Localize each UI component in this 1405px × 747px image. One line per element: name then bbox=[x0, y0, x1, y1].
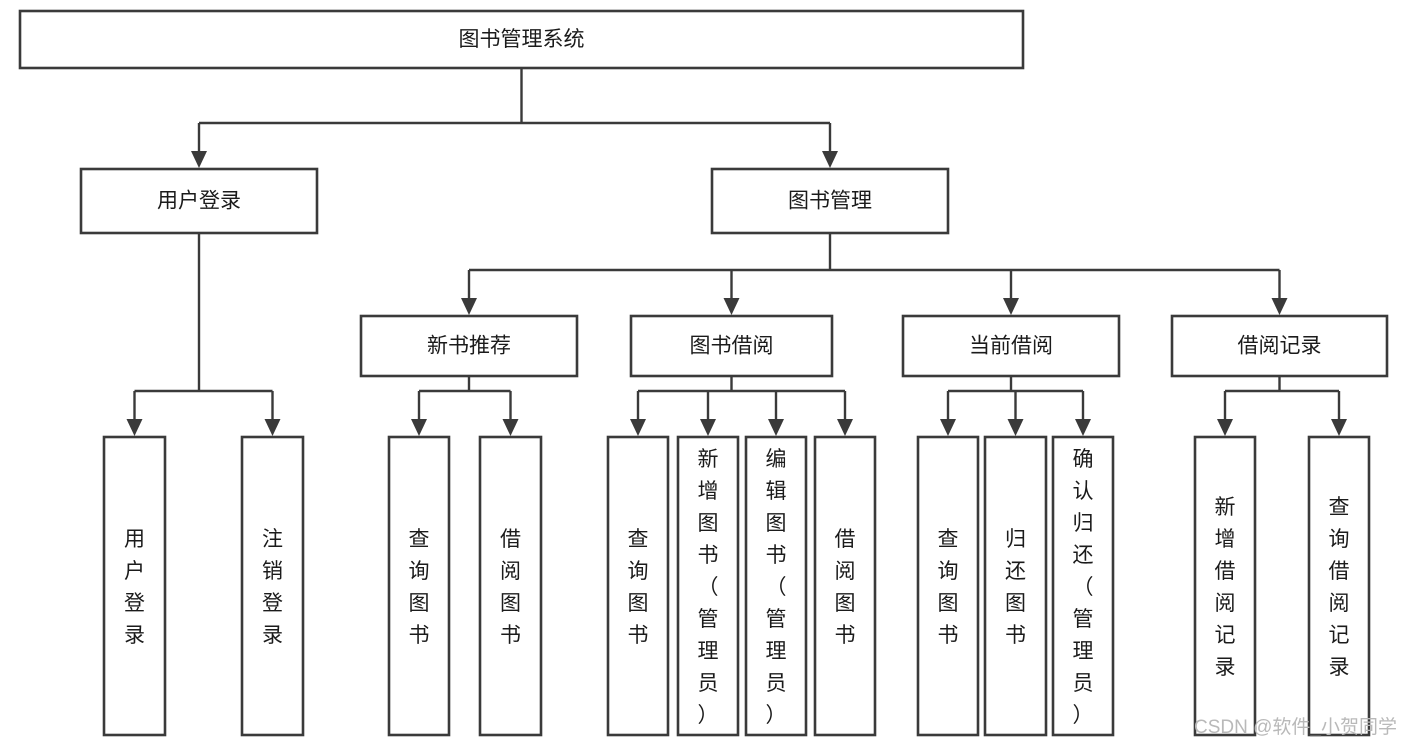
edge-layer bbox=[126, 68, 1347, 436]
arrow-head-icon bbox=[264, 419, 281, 436]
arrow-head-icon bbox=[126, 419, 143, 436]
node-leaf-new-1[interactable]: 查询图书 bbox=[387, 435, 451, 737]
arrow-head-icon bbox=[1331, 419, 1347, 436]
node-box bbox=[1170, 314, 1389, 378]
arrow-head-icon bbox=[1075, 419, 1091, 436]
node-label: 查询借阅记录 bbox=[1329, 496, 1350, 679]
arrow-head-icon bbox=[1217, 419, 1233, 436]
node-box bbox=[983, 435, 1048, 737]
node-leaf-new-2[interactable]: 借阅图书 bbox=[478, 435, 543, 737]
node-box bbox=[1051, 435, 1115, 737]
node-label: 归还图书 bbox=[1005, 528, 1026, 647]
node-box bbox=[240, 435, 305, 737]
node-login[interactable]: 用户登录 bbox=[79, 167, 319, 235]
arrow-head-icon bbox=[723, 298, 740, 315]
node-box bbox=[813, 435, 877, 737]
node-label: 新书推荐 bbox=[427, 335, 511, 358]
node-borrow[interactable]: 图书借阅 bbox=[629, 314, 834, 378]
node-record[interactable]: 借阅记录 bbox=[1170, 314, 1389, 378]
node-label: 查询图书 bbox=[938, 528, 959, 647]
node-label: 借阅图书 bbox=[835, 528, 856, 647]
arrow-head-icon bbox=[411, 419, 427, 436]
node-label: 查询图书 bbox=[628, 528, 649, 647]
node-box bbox=[744, 435, 808, 737]
node-label: 当前借阅 bbox=[969, 335, 1053, 358]
node-box bbox=[359, 314, 579, 378]
node-newbook[interactable]: 新书推荐 bbox=[359, 314, 579, 378]
node-label: 用户登录 bbox=[124, 528, 145, 647]
node-label: 图书借阅 bbox=[690, 335, 774, 358]
node-leaf-login-2[interactable]: 注销登录 bbox=[240, 435, 305, 737]
arrow-head-icon bbox=[191, 151, 207, 168]
node-leaf-bor-3[interactable]: 编辑图书（管理员） bbox=[744, 435, 808, 737]
node-box bbox=[1193, 435, 1257, 737]
arrow-head-icon bbox=[822, 151, 838, 168]
edge-group-record bbox=[1217, 376, 1347, 436]
node-label: 图书管理系统 bbox=[459, 28, 585, 51]
node-label: 借阅图书 bbox=[500, 528, 521, 647]
node-box bbox=[1307, 435, 1371, 737]
node-label: 用户登录 bbox=[157, 190, 241, 213]
node-leaf-cur-3[interactable]: 确认归还（管理员） bbox=[1051, 435, 1115, 737]
node-label: 查询图书 bbox=[409, 528, 430, 647]
arrow-head-icon bbox=[940, 419, 956, 436]
node-label: 图书管理 bbox=[788, 190, 872, 213]
arrow-head-icon bbox=[630, 419, 646, 436]
node-layer: 图书管理系统用户登录图书管理新书推荐图书借阅当前借阅借阅记录用户登录注销登录查询… bbox=[18, 9, 1389, 737]
arrow-head-icon bbox=[700, 419, 716, 436]
edge-group-current bbox=[940, 376, 1091, 436]
node-leaf-cur-1[interactable]: 查询图书 bbox=[916, 435, 980, 737]
arrow-head-icon bbox=[1003, 298, 1019, 315]
node-box bbox=[102, 435, 167, 737]
node-box bbox=[18, 9, 1025, 70]
node-leaf-rec-1[interactable]: 新增借阅记录 bbox=[1193, 435, 1257, 737]
edge-group-bookmgmt bbox=[461, 233, 1288, 315]
arrow-head-icon bbox=[1007, 419, 1024, 436]
node-label: 编辑图书（管理员） bbox=[766, 448, 787, 727]
node-label: 新增借阅记录 bbox=[1215, 496, 1236, 679]
node-leaf-rec-2[interactable]: 查询借阅记录 bbox=[1307, 435, 1371, 737]
node-box bbox=[676, 435, 740, 737]
node-leaf-cur-2[interactable]: 归还图书 bbox=[983, 435, 1048, 737]
node-box bbox=[387, 435, 451, 737]
edge-group-root bbox=[191, 68, 838, 168]
node-bookmgmt[interactable]: 图书管理 bbox=[710, 167, 950, 235]
node-leaf-login-1[interactable]: 用户登录 bbox=[102, 435, 167, 737]
node-label: 借阅记录 bbox=[1238, 335, 1322, 358]
node-box bbox=[79, 167, 319, 235]
node-root[interactable]: 图书管理系统 bbox=[18, 9, 1025, 70]
node-leaf-bor-1[interactable]: 查询图书 bbox=[606, 435, 670, 737]
node-box bbox=[710, 167, 950, 235]
node-label: 确认归还（管理员） bbox=[1073, 448, 1094, 727]
arrow-head-icon bbox=[768, 419, 784, 436]
node-box bbox=[901, 314, 1121, 378]
node-box bbox=[606, 435, 670, 737]
edge-group-newbook bbox=[411, 376, 519, 436]
arrow-head-icon bbox=[837, 419, 853, 436]
node-box bbox=[916, 435, 980, 737]
node-current[interactable]: 当前借阅 bbox=[901, 314, 1121, 378]
node-box bbox=[629, 314, 834, 378]
node-label: 注销登录 bbox=[262, 528, 283, 647]
arrow-head-icon bbox=[502, 419, 519, 436]
edge-group-login bbox=[126, 233, 281, 436]
node-leaf-bor-4[interactable]: 借阅图书 bbox=[813, 435, 877, 737]
arrow-head-icon bbox=[461, 298, 477, 315]
edge-group-borrow bbox=[630, 376, 853, 436]
node-leaf-bor-2[interactable]: 新增图书（管理员） bbox=[676, 435, 740, 737]
arrow-head-icon bbox=[1271, 298, 1288, 315]
csdn-watermark: CSDN @软件_小贺同学 bbox=[1194, 716, 1397, 738]
node-box bbox=[478, 435, 543, 737]
node-label: 新增图书（管理员） bbox=[698, 448, 719, 727]
